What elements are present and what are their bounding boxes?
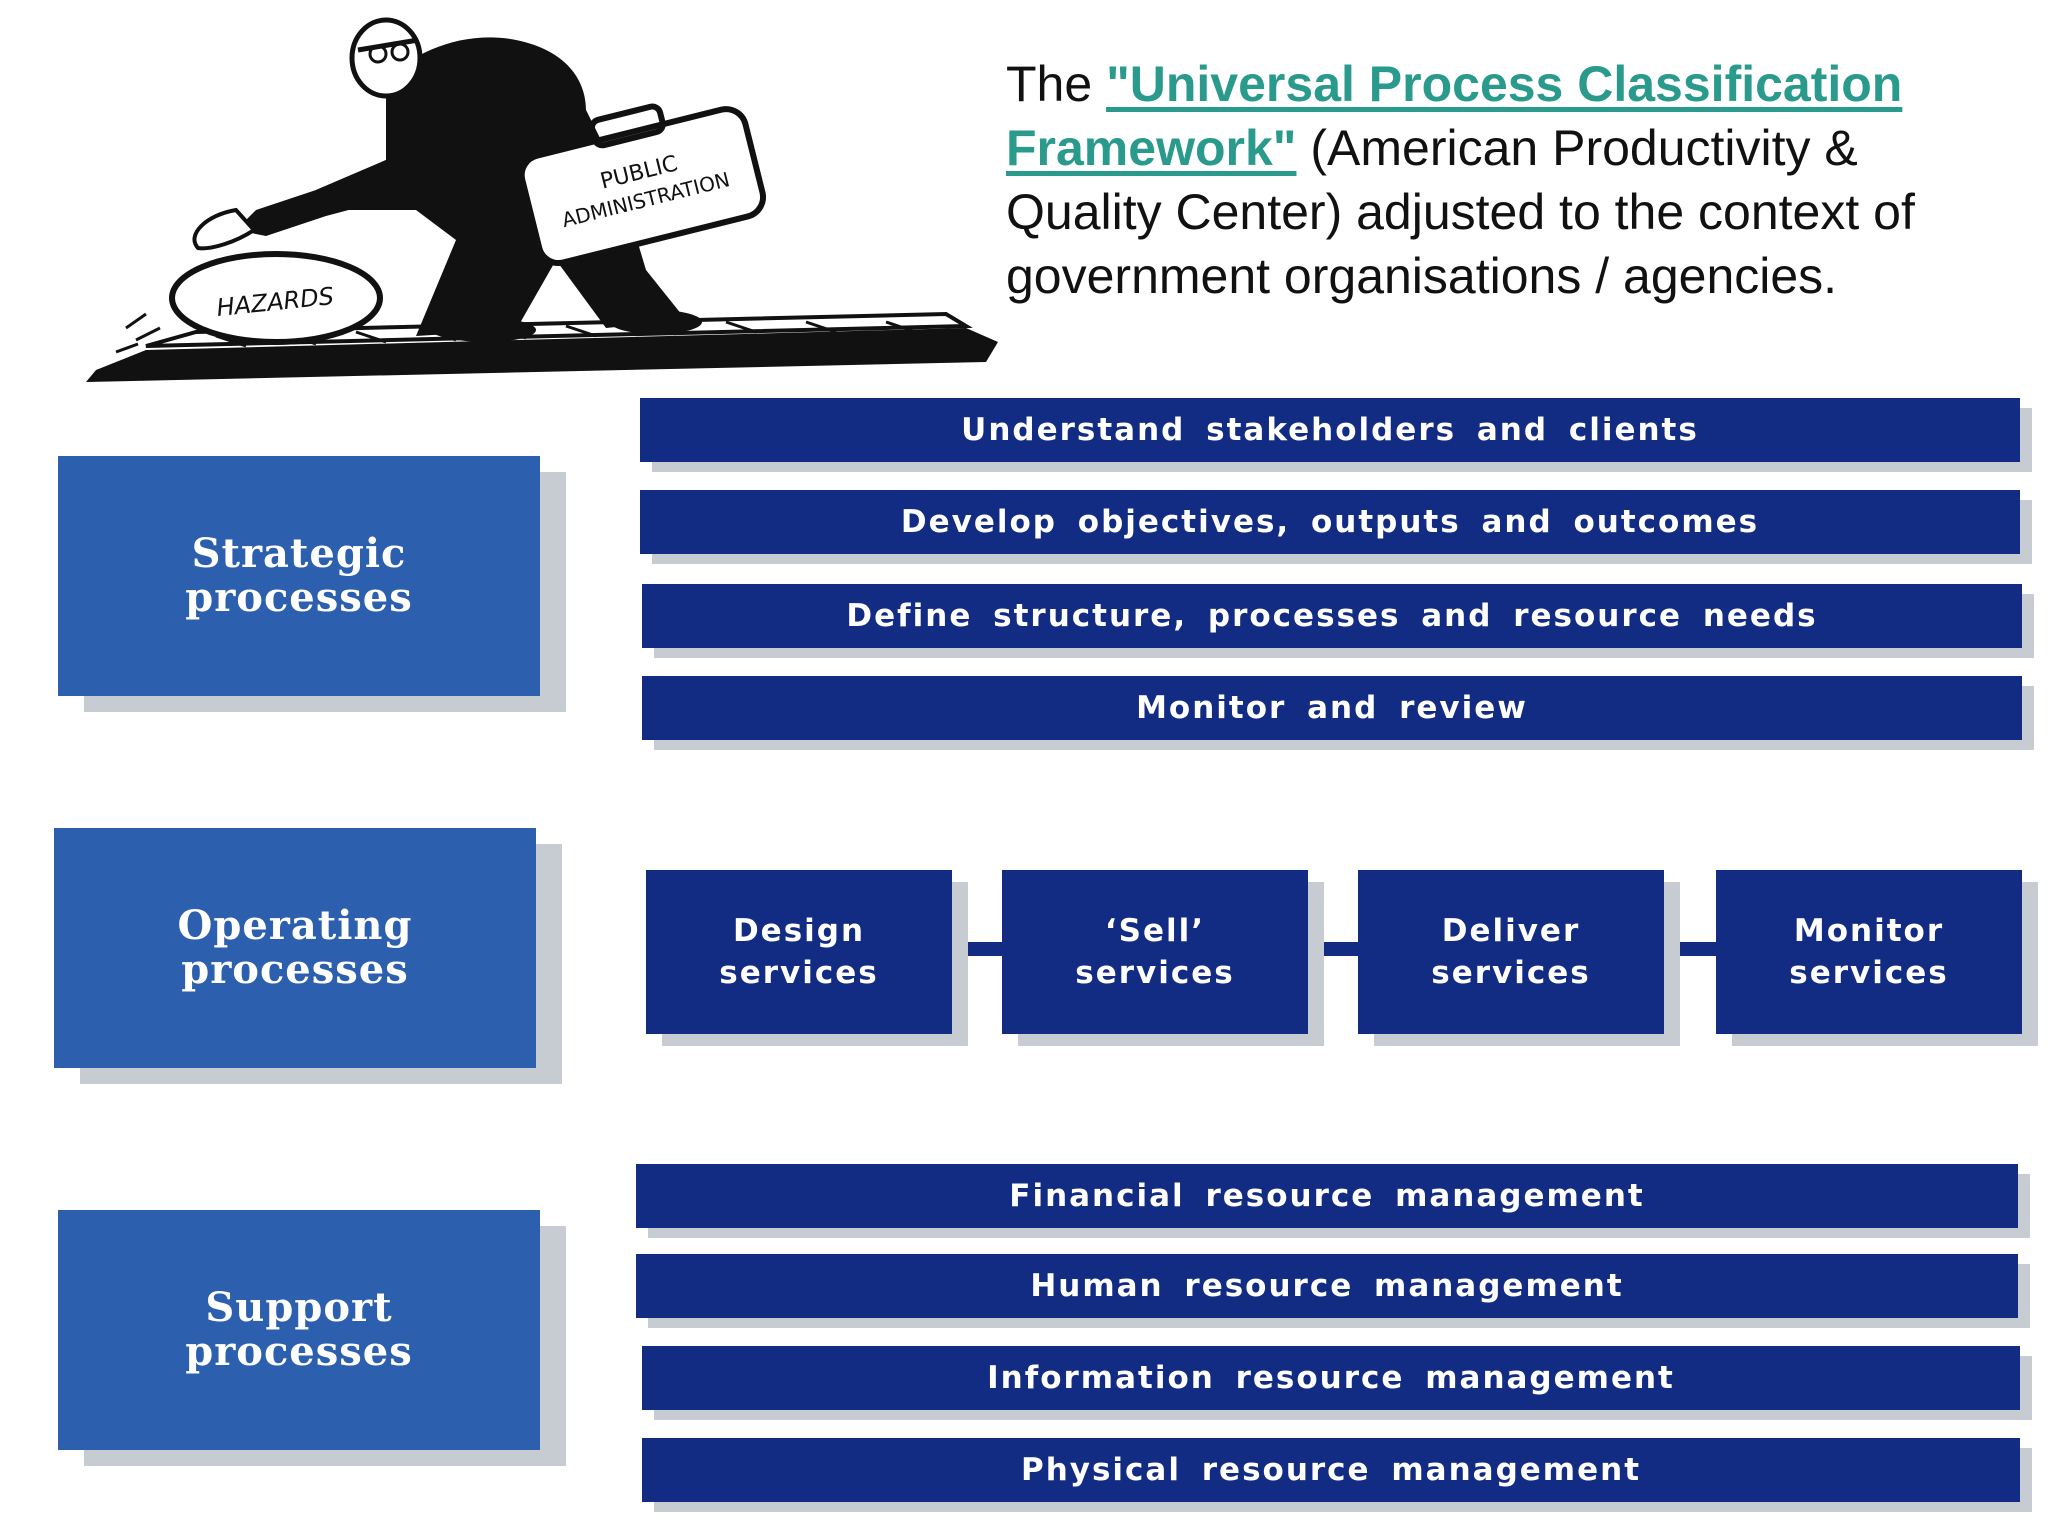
strategic-bar: Monitor and review — [642, 676, 2022, 740]
intro-text: The "Universal Process Classification Fr… — [1006, 52, 2016, 308]
intro-suffix: (American Productivity & Quality Center)… — [1006, 120, 1915, 304]
step-connector — [1662, 942, 1716, 956]
support-bar: Information resource management — [642, 1346, 2020, 1410]
hand-shape — [192, 207, 258, 251]
operating-step-label: ‘Sell’ services — [1075, 913, 1235, 991]
rock-shape — [169, 251, 383, 345]
category-support-processes: Support processes — [58, 1210, 540, 1450]
strategic-bar: Understand stakeholders and clients — [640, 398, 2020, 462]
support-bar: Human resource management — [636, 1254, 2018, 1318]
support-bar: Financial resource management — [636, 1164, 2018, 1228]
framework-link[interactable]: "Universal Process Classification Framew… — [1006, 56, 1903, 176]
strategic-bar: Develop objectives, outputs and outcomes — [640, 490, 2020, 554]
operating-step-design: Design services — [646, 870, 952, 1034]
category-support-label: Support processes — [185, 1284, 413, 1375]
operating-step-sell: ‘Sell’ services — [1002, 870, 1308, 1034]
operating-step-label: Monitor services — [1789, 913, 1949, 991]
category-operating-label: Operating processes — [177, 902, 413, 993]
operating-step-label: Deliver services — [1431, 913, 1591, 991]
operating-step-deliver: Deliver services — [1358, 870, 1664, 1034]
step-connector — [1306, 942, 1358, 956]
category-operating-processes: Operating processes — [54, 828, 536, 1068]
trapdoor-shape — [86, 328, 998, 382]
cartoon-illustration: HAZARDS PUBLIC ADMINISTRATION — [86, 17, 998, 382]
man-body — [316, 37, 686, 336]
briefcase-shape: PUBLIC ADMINISTRATION — [518, 103, 767, 267]
intro-prefix: The — [1006, 56, 1107, 112]
operating-step-label: Design services — [719, 913, 879, 991]
support-bar: Physical resource management — [642, 1438, 2020, 1502]
category-strategic-processes: Strategic processes — [58, 456, 540, 696]
step-connector — [950, 942, 1002, 956]
strategic-bar: Define structure, processes and resource… — [642, 584, 2022, 648]
operating-step-monitor: Monitor services — [1716, 870, 2022, 1034]
category-strategic-label: Strategic processes — [185, 530, 413, 621]
